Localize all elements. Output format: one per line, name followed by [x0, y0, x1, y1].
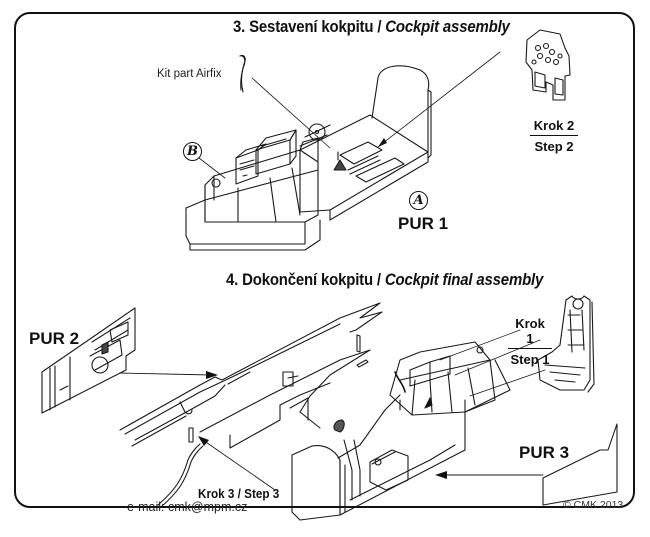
arrow-step3	[199, 437, 276, 491]
section-4-title-en: Cockpit final assembly	[384, 270, 544, 289]
copyright: © CMK 2013	[563, 499, 624, 511]
badge-a: A	[409, 191, 428, 210]
leader-pur1	[377, 51, 501, 148]
step-1-label: Krok 1 Step 1	[508, 316, 552, 367]
step-1-en: Step 1	[510, 352, 550, 367]
instruction-frame	[14, 12, 635, 508]
kit-part-label: Kit part Airfix	[157, 68, 222, 80]
kit-part-rod	[239, 54, 246, 93]
section-3-number: 3.	[233, 17, 246, 36]
leader-seat	[469, 369, 546, 397]
instrument-panel	[525, 29, 571, 101]
section-4-separator: /	[376, 270, 381, 289]
ejection-seat	[537, 295, 595, 393]
fuselage-half	[119, 302, 383, 508]
leader-kit-part	[251, 77, 331, 149]
badge-b: B	[183, 142, 202, 161]
pur1-label: PUR 1	[398, 214, 449, 233]
step-2-cz: Krok 2	[530, 118, 578, 136]
section-4-title-cz: Dokončení kokpitu	[242, 270, 373, 289]
section-4-number: 4.	[226, 270, 239, 289]
arrowhead-step3	[198, 436, 209, 446]
pur3-side-panel	[542, 423, 618, 506]
arrowhead-pur2	[206, 371, 218, 379]
email-contact: e-mail: cmk@mpm.cz	[127, 500, 248, 514]
leader-badge-b	[198, 157, 226, 179]
step-3-label: Krok 3 / Step 3	[198, 486, 280, 501]
pur1-cockpit-floor	[299, 65, 432, 221]
pur2-label: PUR 2	[29, 329, 80, 348]
step-2-en: Step 2	[534, 139, 574, 154]
section-3-title-cz: Sestavení kokpitu	[249, 17, 374, 36]
arrowhead-pur3	[435, 471, 447, 479]
step-1-cz: Krok 1	[508, 316, 552, 349]
arrowhead-pur1	[378, 138, 387, 147]
cockpit-tub-final	[291, 329, 541, 521]
section-4-title: 4. Dokončení kokpitu / Cockpit final ass…	[226, 271, 543, 288]
section-3-title-en: Cockpit assembly	[385, 17, 510, 36]
pur3-label: PUR 3	[519, 443, 570, 462]
pur2-side-panel	[41, 307, 136, 414]
section-3-separator: /	[377, 17, 382, 36]
console-block-b	[185, 129, 321, 251]
arrow-pur2	[119, 372, 213, 376]
section-3-title: 3. Sestavení kokpitu / Cockpit assembly	[233, 18, 510, 35]
step-2-label: Krok 2 Step 2	[530, 118, 578, 154]
